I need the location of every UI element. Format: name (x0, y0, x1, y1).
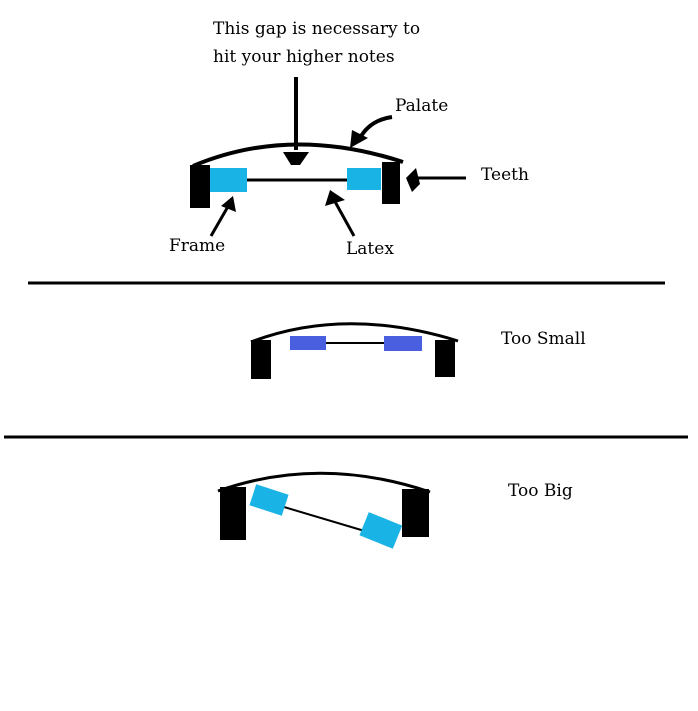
too-big-label: Too Big (508, 481, 573, 501)
tooth-right-big (402, 489, 429, 537)
gap-annotation-line2: hit your higher notes (213, 47, 395, 67)
tooth-left-small (251, 340, 271, 379)
frame-block-right (347, 168, 381, 190)
tooth-left (190, 165, 210, 208)
frame-label: Frame (169, 236, 226, 256)
too-big-diagram (217, 471, 431, 549)
tooth-right (382, 162, 400, 204)
frame-arrow (209, 196, 236, 237)
teeth-arrow (406, 168, 466, 192)
tooth-left-big (220, 487, 246, 540)
palate-arch-small (250, 322, 459, 344)
teeth-label: Teeth (481, 165, 529, 185)
gap-arrow (283, 77, 309, 165)
latex-label: Latex (346, 239, 394, 259)
palate-label: Palate (395, 96, 449, 116)
fit-diagram (190, 77, 466, 237)
too-small-label: Too Small (501, 329, 586, 349)
too-small-diagram (250, 322, 459, 379)
palate-arch-big (217, 471, 431, 494)
tooth-right-small (435, 340, 455, 377)
gap-annotation-line1: This gap is necessary to (213, 19, 421, 39)
frame-block-left (210, 168, 247, 192)
frame-block-left-big (249, 484, 289, 516)
palate-arrow (350, 115, 393, 148)
frame-block-right-big (359, 512, 403, 549)
latex-arrow (325, 190, 356, 237)
frame-block-left-small (290, 336, 326, 350)
frame-block-right-small (384, 336, 422, 351)
latex-band-big (283, 506, 369, 533)
